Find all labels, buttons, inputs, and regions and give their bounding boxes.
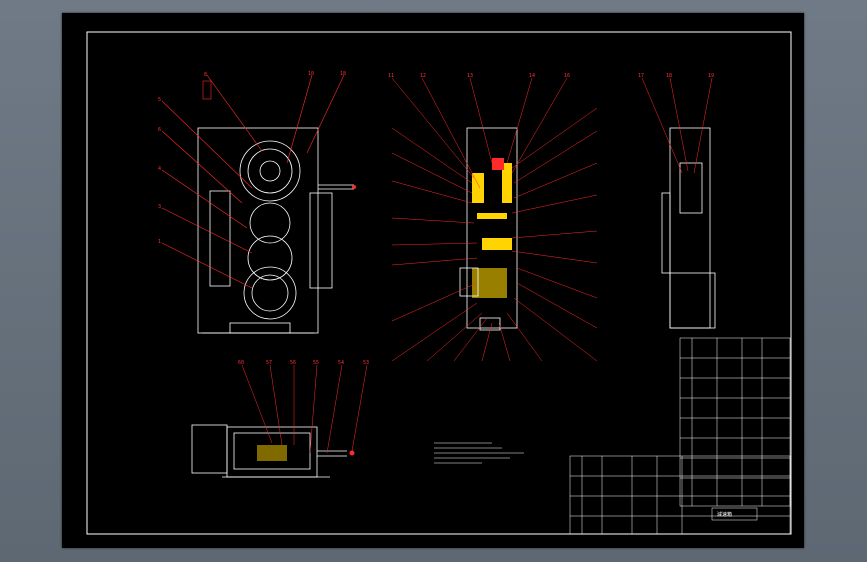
parts-list-table xyxy=(679,337,791,507)
bottom-gear xyxy=(257,445,287,461)
bottom-handle-knob xyxy=(349,450,355,456)
front-view-leaders xyxy=(161,74,345,289)
label-front-18: 18 xyxy=(340,71,346,77)
label-side-18: 18 xyxy=(666,73,672,79)
label-section-16: 16 xyxy=(564,73,570,79)
label-section-12: 12 xyxy=(420,73,426,79)
label-bottom-55: 55 xyxy=(313,360,319,366)
label-front-3: 3 xyxy=(158,204,161,210)
drawing-border xyxy=(86,31,792,535)
cad-drawing-canvas[interactable]: 8 5 6 4 3 1 10 18 xyxy=(62,13,804,548)
label-side-17: 17 xyxy=(638,73,644,79)
label-section-13: 13 xyxy=(467,73,473,79)
label-section-11: 11 xyxy=(388,73,394,79)
label-front-10: 10 xyxy=(308,71,314,77)
bottom-view-leaders xyxy=(241,364,368,454)
title-block-name: 減速箱 xyxy=(717,511,732,518)
title-block xyxy=(569,455,791,535)
front-view xyxy=(197,127,354,334)
label-front-5: 5 xyxy=(158,97,161,103)
label-side-19: 19 xyxy=(708,73,714,79)
section-view-leaders xyxy=(391,77,598,362)
balloon-box xyxy=(202,80,212,100)
label-bottom-53: 53 xyxy=(363,360,369,366)
label-bottom-57: 57 xyxy=(266,360,272,366)
technical-notes xyxy=(434,442,524,464)
bottom-view xyxy=(191,424,347,478)
label-front-1: 1 xyxy=(158,239,161,245)
label-section-14: 14 xyxy=(529,73,535,79)
drawing-sheet[interactable]: 8 5 6 4 3 1 10 18 xyxy=(62,13,804,548)
side-view xyxy=(661,127,716,329)
label-bottom-56: 56 xyxy=(290,360,296,366)
side-view-leaders xyxy=(641,77,713,174)
section-view xyxy=(459,127,518,331)
label-bottom-60: 60 xyxy=(238,360,244,366)
handle-knob xyxy=(352,185,356,189)
label-front-8: 8 xyxy=(204,72,207,78)
label-front-4: 4 xyxy=(158,166,161,172)
label-front-6: 6 xyxy=(158,127,161,133)
label-bottom-54: 54 xyxy=(338,360,344,366)
